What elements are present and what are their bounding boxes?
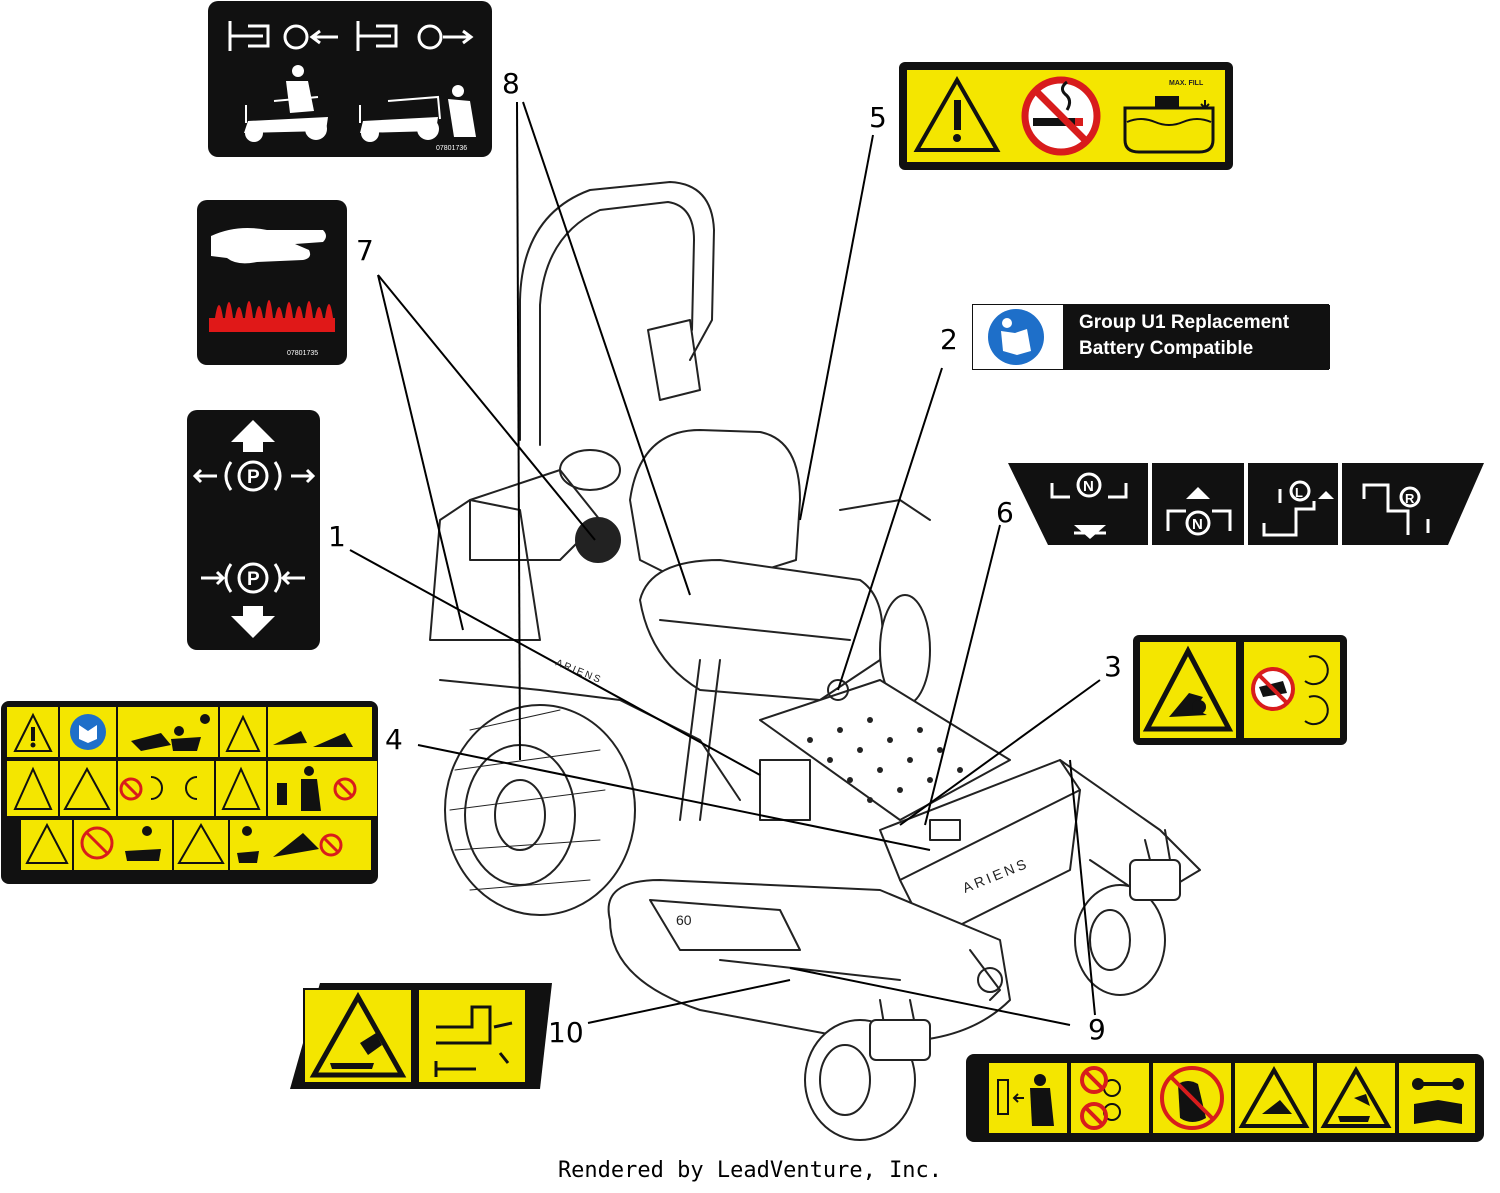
- callout-1: 1: [328, 520, 346, 553]
- motion-letter-r: R: [1405, 491, 1415, 506]
- deck-size-label: 60: [676, 912, 692, 928]
- battery-line-1: Group U1 Replacement: [1079, 312, 1290, 333]
- parking-brake-decal: P P: [187, 410, 320, 650]
- operation-warning-decal: [966, 1054, 1484, 1142]
- hitch-decal: 07801736: [208, 1, 492, 157]
- blade-warning-pictograms: [290, 983, 552, 1089]
- safety-warning-decal: [1, 701, 378, 884]
- battery-decal: Group U1 Replacement Battery Compatible: [972, 304, 1330, 370]
- callout-10: 10: [548, 1016, 584, 1049]
- max-fill-label: MAX. FILL: [1169, 80, 1204, 87]
- hitch-part-number: 07801736: [436, 145, 468, 152]
- motion-letter-n2: N: [1192, 516, 1203, 533]
- callout-4: 4: [385, 723, 403, 756]
- belt-warning-decal: [1133, 635, 1347, 745]
- safety-warning-pictograms: [7, 707, 377, 870]
- hitch-pictograms: [228, 21, 476, 142]
- parking-p-top: P: [247, 467, 260, 488]
- operation-warning-pictograms: [987, 1061, 1477, 1135]
- fuel-warning-pictograms: [913, 75, 1215, 156]
- motion-control-decal: N N L R: [1008, 463, 1484, 545]
- brand-text-side: ARIENS: [554, 658, 604, 687]
- parking-p-bottom: P: [247, 569, 260, 590]
- brand-text-front: ARIENS: [960, 855, 1031, 896]
- callout-6: 6: [996, 496, 1014, 529]
- hot-surface-pictogram: [209, 228, 335, 332]
- battery-text-panel: Group U1 Replacement Battery Compatible: [1063, 305, 1330, 369]
- hot-surface-decal: 07801735: [197, 200, 347, 365]
- motion-control-pictograms: N N L R: [1008, 463, 1484, 545]
- read-manual-icon: [988, 309, 1044, 365]
- motion-letter-n1: N: [1083, 478, 1094, 495]
- footer-credit: Rendered by LeadVenture, Inc.: [557, 1158, 943, 1183]
- battery-line-2: Battery Compatible: [1079, 338, 1254, 359]
- belt-warning-pictograms: [1138, 640, 1342, 740]
- fuel-warning-decal: MAX. FILL: [899, 62, 1233, 170]
- callout-7: 7: [356, 234, 374, 267]
- callout-5: 5: [869, 101, 887, 134]
- parking-brake-pictograms: P P: [192, 420, 316, 638]
- hot-surface-part-number: 07801735: [287, 350, 319, 357]
- callout-9: 9: [1088, 1013, 1106, 1046]
- callout-8: 8: [502, 67, 520, 100]
- blade-warning-decal: [290, 983, 552, 1089]
- fuel-warning-panel: MAX. FILL: [905, 68, 1227, 164]
- callout-3: 3: [1104, 650, 1122, 683]
- motion-letter-l: L: [1295, 485, 1303, 500]
- callout-2: 2: [940, 323, 958, 356]
